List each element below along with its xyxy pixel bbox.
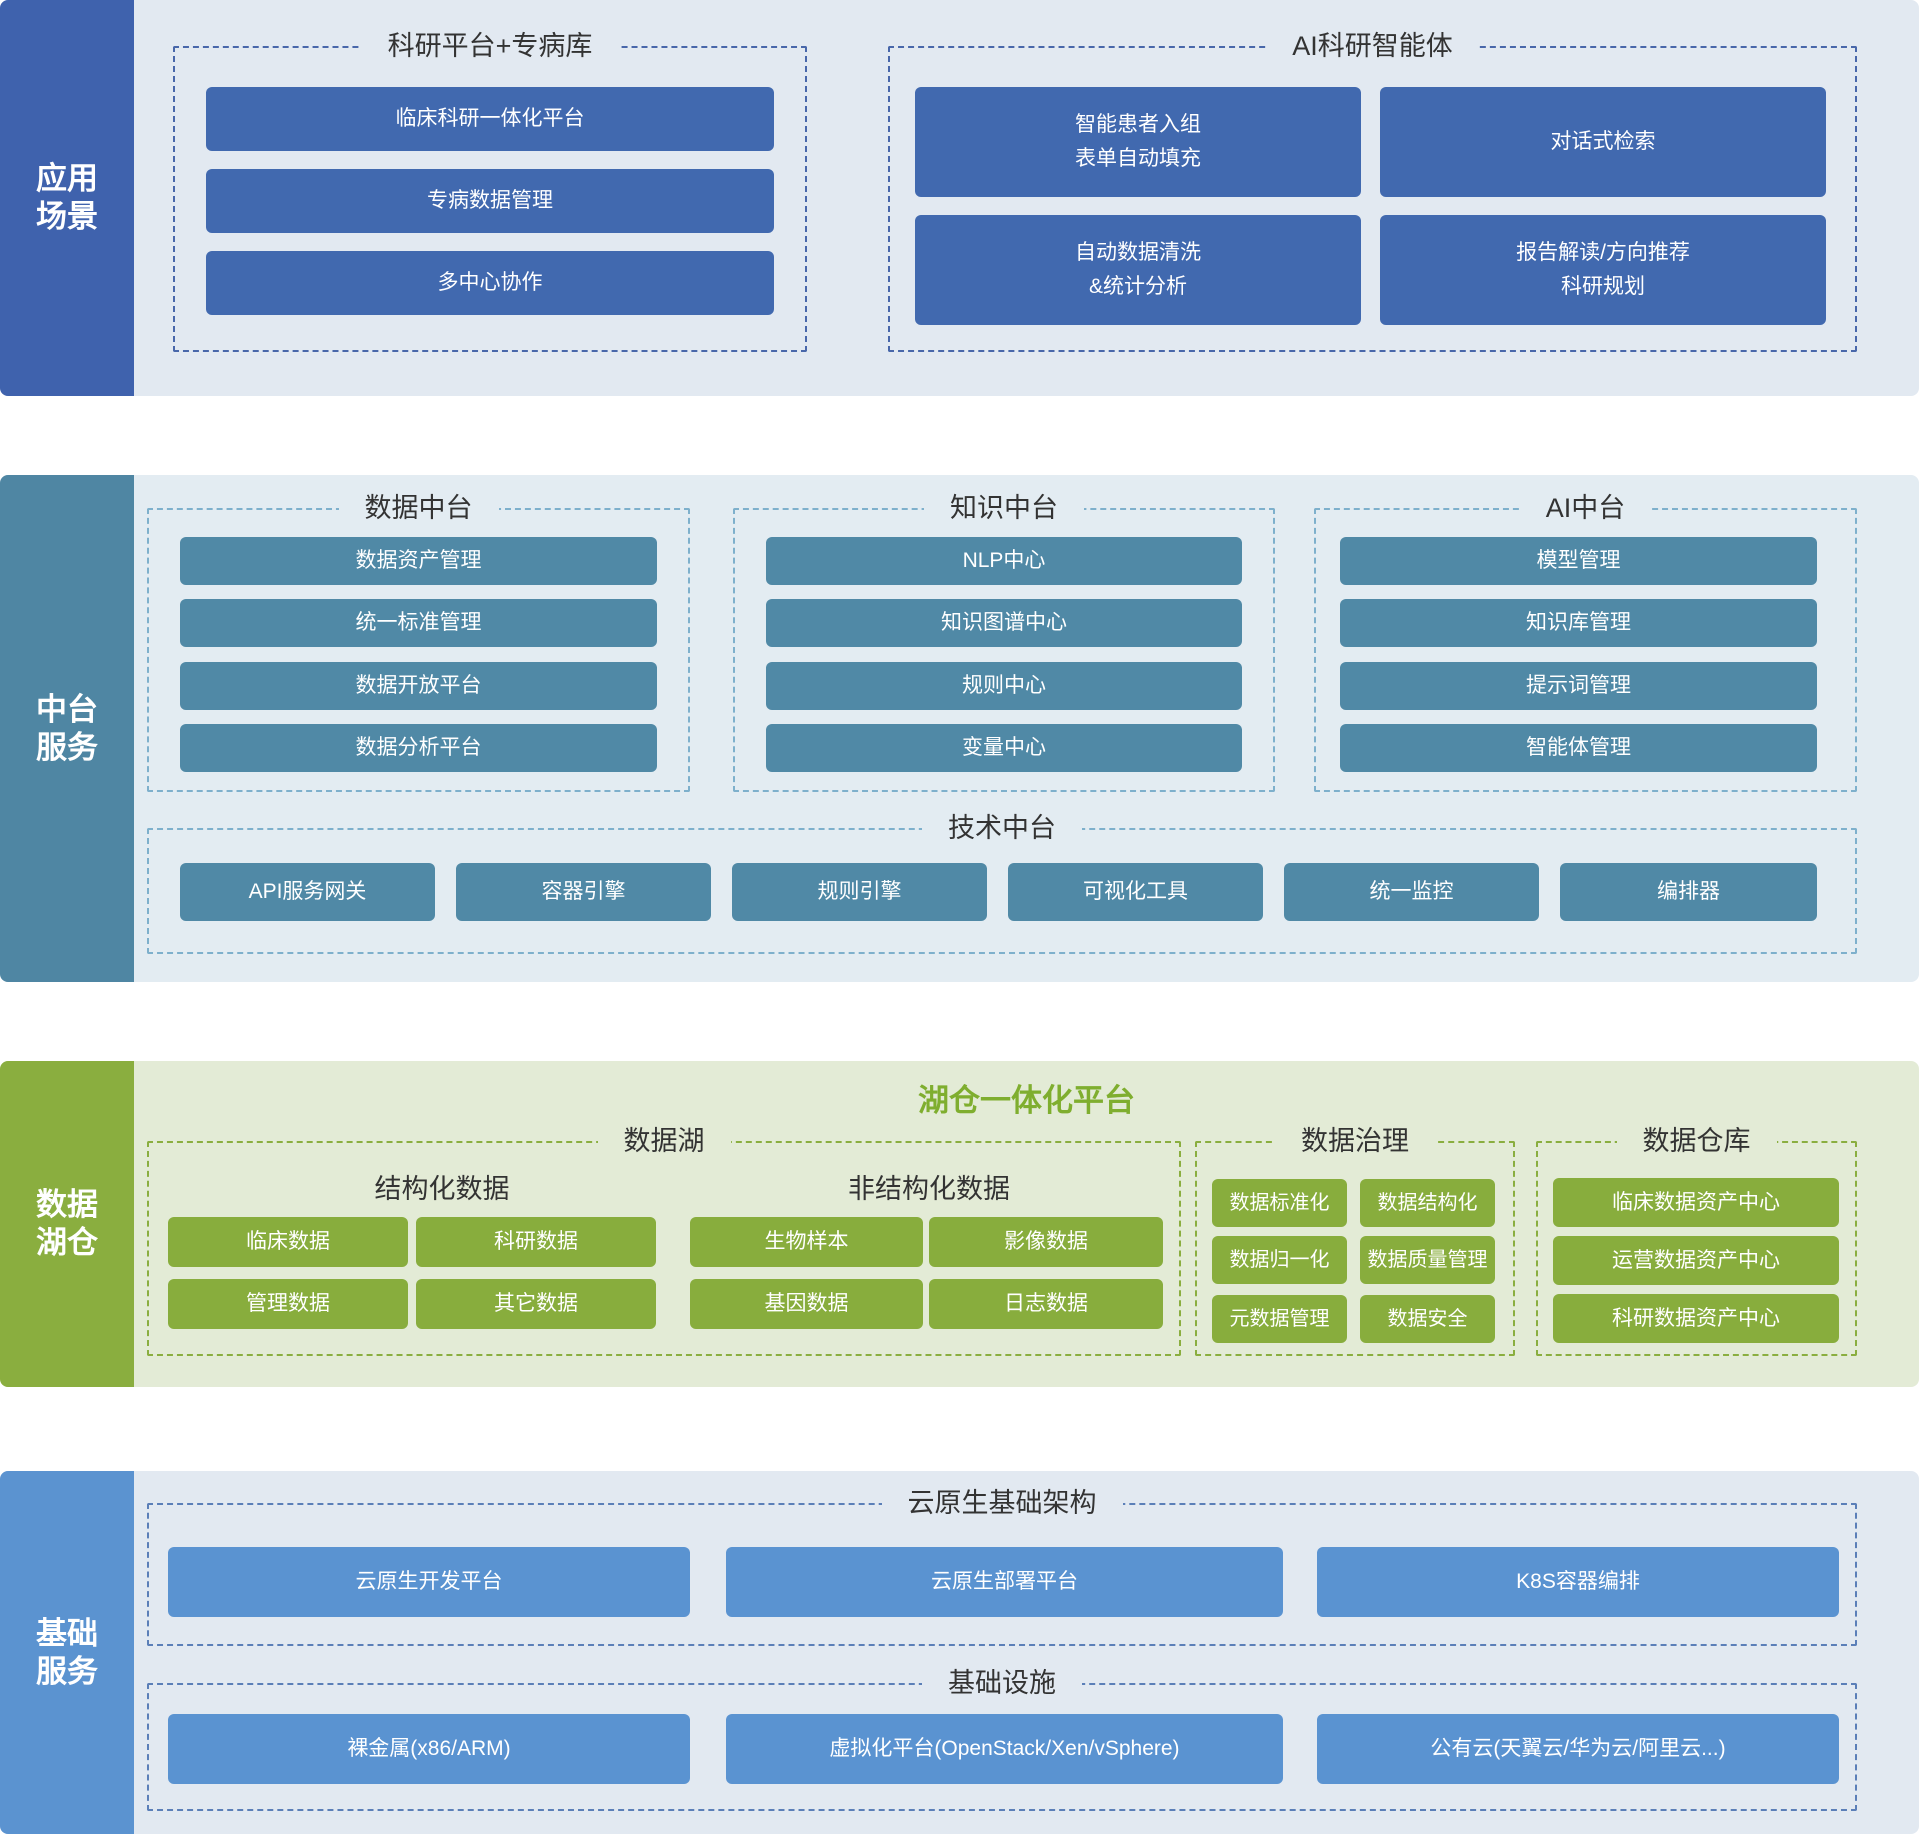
warehouse-box[interactable]: 临床数据资产中心 (1553, 1178, 1839, 1227)
layer-middle-platform: 中台 服务 数据中台 数据资产管理 统一标准管理 数据开放平台 数据分析平台 知… (0, 475, 1919, 982)
layer-label-application: 应用 场景 (0, 0, 134, 396)
box-line1: 对话式检索 (1550, 130, 1656, 153)
service-box[interactable]: 变量中心 (766, 724, 1242, 772)
service-box[interactable]: NLP中心 (766, 537, 1242, 585)
box-line1: 自动数据清洗 (1075, 241, 1201, 264)
data-box[interactable]: 科研数据 (416, 1217, 656, 1267)
scenario-box[interactable]: 多中心协作 (206, 251, 774, 315)
infra-box[interactable]: 裸金属(x86/ARM) (168, 1714, 690, 1784)
data-box[interactable]: 影像数据 (929, 1217, 1163, 1267)
platform-title: 湖仓一体化平台 (918, 1083, 1135, 1118)
service-box[interactable]: 数据分析平台 (180, 724, 657, 772)
service-box[interactable]: 提示词管理 (1340, 662, 1817, 710)
subhead-unstructured: 非结构化数据 (848, 1174, 1010, 1204)
layer-label-line1: 应用 (36, 161, 98, 196)
scenario-box[interactable]: 专病数据管理 (206, 169, 774, 233)
agent-box[interactable]: 对话式检索 (1380, 87, 1826, 197)
subhead-structured: 结构化数据 (374, 1174, 510, 1204)
tech-box[interactable]: 编排器 (1560, 863, 1817, 921)
service-box[interactable]: 规则中心 (766, 662, 1242, 710)
warehouse-box[interactable]: 运营数据资产中心 (1553, 1236, 1839, 1285)
governance-box[interactable]: 数据结构化 (1360, 1179, 1495, 1227)
governance-box[interactable]: 元数据管理 (1212, 1295, 1347, 1343)
layer-label-base: 基础 服务 (0, 1471, 134, 1834)
warehouse-box[interactable]: 科研数据资产中心 (1553, 1294, 1839, 1343)
tech-box[interactable]: 容器引擎 (456, 863, 711, 921)
layer-data-lakehouse: 数据 湖仓 湖仓一体化平台 数据湖 结构化数据 非结构化数据 临床数据 科研数据… (0, 1061, 1919, 1387)
service-box[interactable]: 知识图谱中心 (766, 599, 1242, 647)
box-line2: 表单自动填充 (1075, 147, 1201, 170)
service-box[interactable]: 数据开放平台 (180, 662, 657, 710)
box-line1: 报告解读/方向推荐 (1516, 241, 1690, 264)
scenario-box[interactable]: 临床科研一体化平台 (206, 87, 774, 151)
data-box[interactable]: 其它数据 (416, 1279, 656, 1329)
layer-label-line1: 数据 (36, 1187, 98, 1222)
service-box[interactable]: 统一标准管理 (180, 599, 657, 647)
layer-label-line2: 服务 (36, 1653, 98, 1689)
layer-label-line1: 基础 (36, 1615, 98, 1651)
infra-box[interactable]: 公有云(天翼云/华为云/阿里云...) (1317, 1714, 1839, 1784)
box-line2: 科研规划 (1561, 275, 1645, 298)
infra-box[interactable]: 虚拟化平台(OpenStack/Xen/vSphere) (726, 1714, 1283, 1784)
tech-box[interactable]: 可视化工具 (1008, 863, 1263, 921)
layer-label-line2: 服务 (36, 729, 98, 765)
governance-box[interactable]: 数据安全 (1360, 1295, 1495, 1343)
tech-box[interactable]: 规则引擎 (732, 863, 987, 921)
governance-box[interactable]: 数据归一化 (1212, 1236, 1347, 1284)
box-line1: 智能患者入组 (1075, 113, 1201, 136)
service-box[interactable]: 模型管理 (1340, 537, 1817, 585)
box-line2: &统计分析 (1088, 275, 1187, 298)
tech-box[interactable]: 统一监控 (1284, 863, 1539, 921)
layer-label-line2: 湖仓 (36, 1225, 98, 1260)
agent-box[interactable]: 报告解读/方向推荐 科研规划 (1380, 215, 1826, 325)
governance-box[interactable]: 数据质量管理 (1360, 1236, 1495, 1284)
governance-box[interactable]: 数据标准化 (1212, 1179, 1347, 1227)
layer-application-scenarios: 应用 场景 科研平台+专病库 临床科研一体化平台 专病数据管理 多中心协作 AI… (0, 0, 1919, 396)
layer-label-line2: 场景 (36, 199, 98, 234)
data-box[interactable]: 临床数据 (168, 1217, 408, 1267)
cloud-box[interactable]: 云原生开发平台 (168, 1547, 690, 1617)
layer-base-services: 基础 服务 云原生基础架构 云原生开发平台 云原生部署平台 K8S容器编排 基础… (0, 1471, 1919, 1834)
agent-box[interactable]: 智能患者入组 表单自动填充 (915, 87, 1361, 197)
layer-label-middle: 中台 服务 (0, 475, 134, 982)
service-box[interactable]: 数据资产管理 (180, 537, 657, 585)
cloud-box[interactable]: K8S容器编排 (1317, 1547, 1839, 1617)
layer-label-lakehouse: 数据 湖仓 (0, 1061, 134, 1387)
cloud-box[interactable]: 云原生部署平台 (726, 1547, 1283, 1617)
data-box[interactable]: 生物样本 (690, 1217, 923, 1267)
layer-label-line1: 中台 (36, 691, 98, 727)
data-box[interactable]: 管理数据 (168, 1279, 408, 1329)
tech-box[interactable]: API服务网关 (180, 863, 435, 921)
service-box[interactable]: 知识库管理 (1340, 599, 1817, 647)
data-box[interactable]: 日志数据 (929, 1279, 1163, 1329)
data-box[interactable]: 基因数据 (690, 1279, 923, 1329)
service-box[interactable]: 智能体管理 (1340, 724, 1817, 772)
agent-box[interactable]: 自动数据清洗 &统计分析 (915, 215, 1361, 325)
